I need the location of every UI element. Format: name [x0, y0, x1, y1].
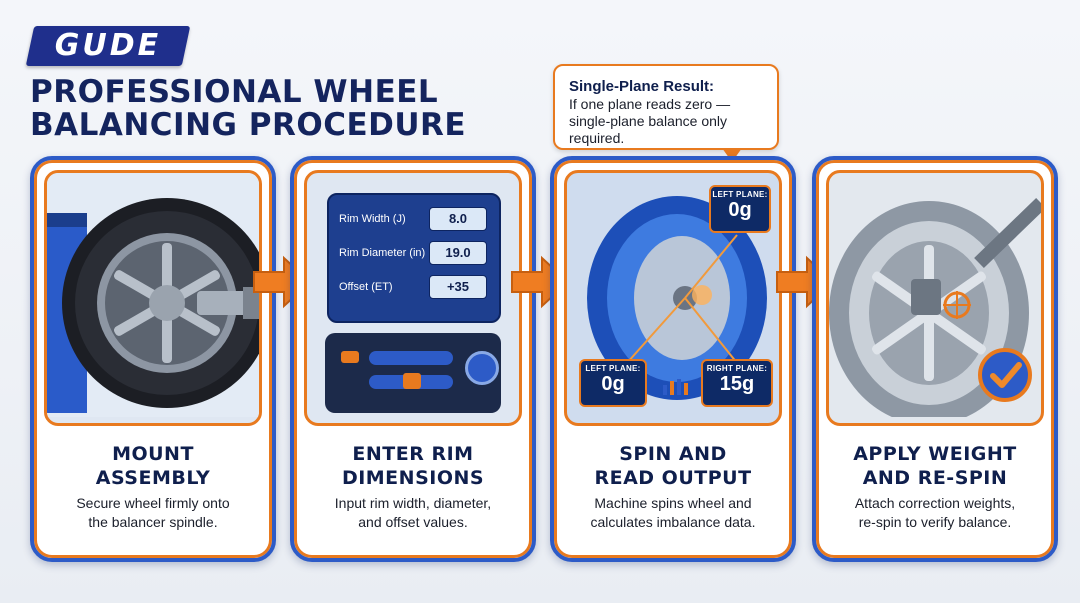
checkmark-icon [978, 348, 1032, 402]
step-heading-line2: DIMENSIONS [341, 467, 485, 489]
step-card-mount: MOUNT ASSEMBLY Secure wheel firmly onto … [30, 156, 276, 562]
callout-title: Single-Plane Result: [569, 78, 715, 95]
readout-value: 0g [728, 199, 752, 221]
step-description: Machine spins wheel and calculates imbal… [564, 494, 782, 532]
step-heading-line1: SPIN AND [619, 443, 727, 465]
readout-top-left-plane: LEFT PLANE: 0g [709, 185, 771, 233]
offset-field[interactable]: +35 [429, 275, 487, 299]
step-heading-line1: ENTER RIM [352, 443, 474, 465]
single-plane-callout: Single-Plane Result: If one plane reads … [553, 64, 779, 150]
orange-key-button[interactable] [341, 351, 359, 363]
step-card-spin-read: LEFT PLANE: 0g LEFT PLANE: 0g RIGHT PLAN… [550, 156, 796, 562]
step-heading-line1: MOUNT [112, 443, 194, 465]
readout-right-plane: RIGHT PLANE: 15g [701, 359, 773, 407]
readout-label: LEFT PLANE: [585, 364, 641, 373]
step-heading: MOUNT ASSEMBLY [40, 442, 266, 490]
selection-knob[interactable] [465, 351, 499, 385]
readout-left-plane: LEFT PLANE: 0g [579, 359, 647, 407]
step-desc-line2: and offset values. [358, 514, 468, 530]
tire-on-spindle-icon [44, 170, 262, 426]
readout-value: 0g [601, 373, 625, 395]
spinning-wheel-icon: LEFT PLANE: 0g LEFT PLANE: 0g RIGHT PLAN… [564, 170, 782, 426]
step-desc-line1: Secure wheel firmly onto [76, 495, 230, 511]
step-heading-line2: READ OUTPUT [594, 467, 752, 489]
field-label-rim-width: Rim Width (J) [339, 213, 406, 225]
field-label-offset: Offset (ET) [339, 281, 393, 293]
step-heading-line1: APPLY WEIGHT [853, 443, 1017, 465]
weight-application-icon [826, 170, 1044, 426]
rim-diameter-field[interactable]: 19.0 [429, 241, 487, 265]
page-title-line1: PROFESSIONAL WHEEL [30, 74, 439, 110]
field-label-rim-diameter: Rim Diameter (in) [339, 247, 426, 259]
step-description: Input rim width, diameter, and offset va… [304, 494, 522, 532]
page-title-line2: BALANCING PROCEDURE [30, 107, 467, 143]
brand-logo: GUDE [25, 26, 191, 66]
readout-label: RIGHT PLANE: [706, 364, 768, 373]
step-heading: ENTER RIM DIMENSIONS [300, 442, 526, 490]
step-heading-line2: ASSEMBLY [95, 467, 211, 489]
rim-width-field[interactable]: 8.0 [429, 207, 487, 231]
step-card-apply-weight: APPLY WEIGHT AND RE-SPIN Attach correcti… [812, 156, 1058, 562]
step-desc-line2: calculates imbalance data. [590, 514, 756, 530]
step-desc-line1: Input rim width, diameter, [334, 495, 492, 511]
callout-body: If one plane reads zero — single-plane b… [569, 96, 731, 146]
balancer-control-panel-icon: Rim Width (J) 8.0 Rim Diameter (in) 19.0… [304, 170, 522, 426]
step-card-enter-dimensions: Rim Width (J) 8.0 Rim Diameter (in) 19.0… [290, 156, 536, 562]
step-desc-line1: Machine spins wheel and [594, 495, 752, 511]
brand-logo-text: GUDE [54, 28, 162, 63]
readout-label: LEFT PLANE: [712, 190, 768, 199]
page-title: PROFESSIONAL WHEEL BALANCING PROCEDURE [30, 76, 550, 142]
step-heading-line2: AND RE-SPIN [862, 467, 1008, 489]
signal-bars-icon [663, 379, 688, 395]
step-desc-line1: Attach correction weights, [854, 495, 1016, 511]
readout-value: 15g [719, 373, 755, 395]
adjust-slider[interactable] [369, 351, 453, 365]
step-description: Secure wheel firmly onto the balancer sp… [44, 494, 262, 532]
step-heading: SPIN AND READ OUTPUT [560, 442, 786, 490]
step-description: Attach correction weights, re-spin to ve… [826, 494, 1044, 532]
enter-key-button[interactable] [403, 373, 421, 389]
step-desc-line2: re-spin to verify balance. [858, 514, 1012, 530]
step-heading: APPLY WEIGHT AND RE-SPIN [822, 442, 1048, 490]
step-desc-line2: the balancer spindle. [88, 514, 218, 530]
